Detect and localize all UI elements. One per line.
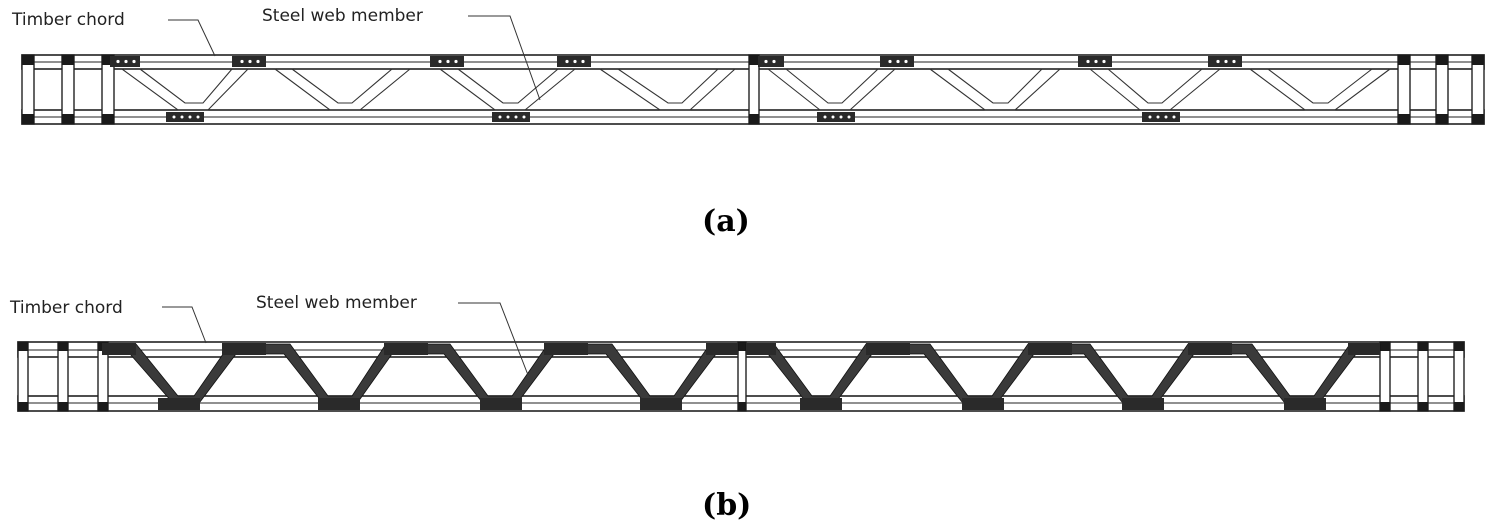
- end-post-b-left-1: [17, 341, 29, 412]
- web-members-a: [121, 68, 1391, 111]
- bottom-plates-a: [166, 112, 1180, 122]
- end-post-b-right-2: [1417, 341, 1429, 412]
- steel-web-label-b: Steel web member: [256, 293, 417, 313]
- end-post-a-right-3: [1471, 54, 1485, 125]
- end-post-a-left-2: [61, 54, 75, 125]
- end-post-b-left-2: [57, 341, 69, 412]
- end-post-a-left-1: [21, 54, 35, 125]
- mid-post-b: [737, 341, 747, 412]
- end-post-b-right-3: [1453, 341, 1465, 412]
- truss-a: Timber chord Steel web member (a): [11, 6, 1485, 239]
- timber-chord-label-a: Timber chord: [11, 10, 125, 30]
- timber-chord-label-b: Timber chord: [9, 298, 123, 318]
- steel-web-label-a: Steel web member: [262, 6, 423, 26]
- end-post-a-right-1: [1397, 54, 1411, 125]
- plates-b: [102, 343, 1380, 410]
- caption-a: (a): [702, 204, 750, 239]
- end-post-b-right-1: [1379, 341, 1391, 412]
- end-post-a-right-2: [1435, 54, 1449, 125]
- caption-b: (b): [702, 488, 751, 523]
- truss-b: Timber chord Steel web member (b): [9, 293, 1465, 523]
- mid-post-a: [748, 54, 760, 125]
